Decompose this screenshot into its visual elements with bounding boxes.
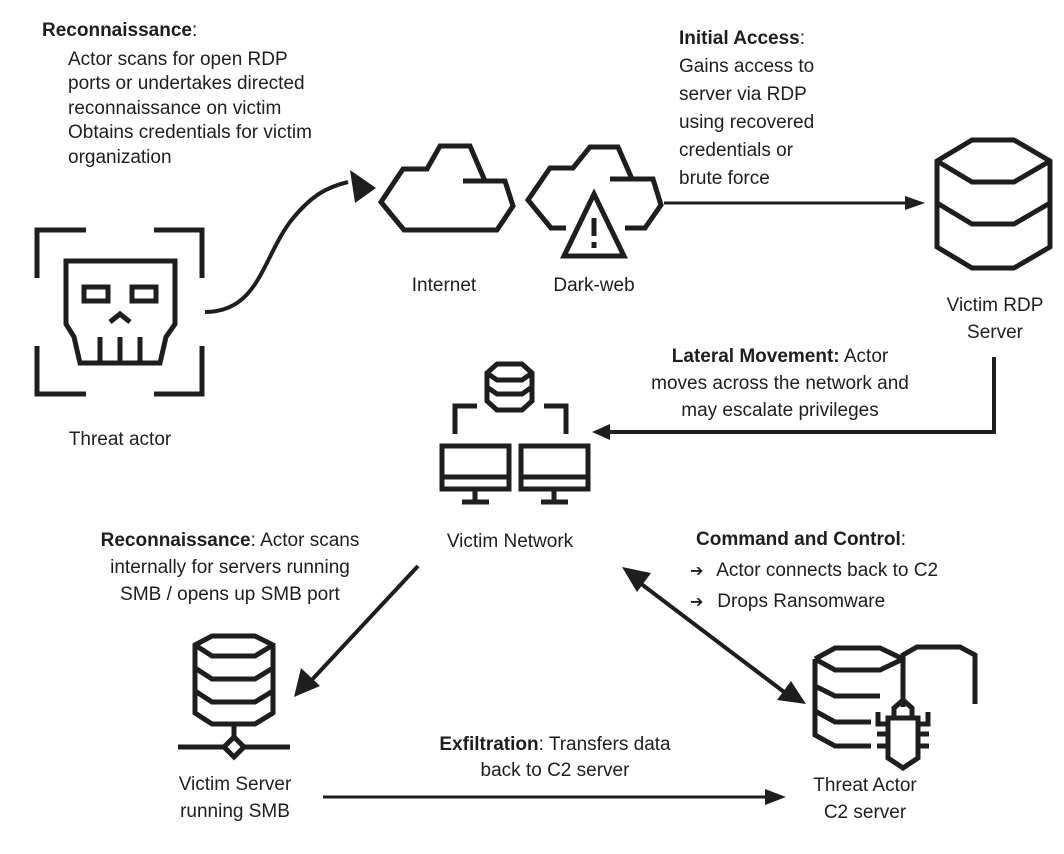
network-computers-icon [439, 361, 591, 505]
edge-threat-actor-to-internet [204, 170, 376, 314]
node-label-victim-network: Victim Network [446, 531, 574, 552]
annotation-title: Initial Access [679, 28, 800, 49]
arrow-right-icon: ➔ [690, 592, 704, 611]
annotation-exfiltration: Exfiltration: Transfers data back to C2 … [390, 732, 720, 784]
annotation-line: using recovered [679, 112, 815, 133]
arrowhead [592, 424, 610, 440]
annotation-recon-internal: Reconnaissance: Actor scans internally f… [65, 527, 395, 608]
annotation-title: Command and Control [696, 529, 901, 550]
annotation-line: ports or undertakes directed [68, 73, 305, 94]
annotation-line: internally for servers running [110, 557, 350, 578]
annotation-command-and-control: Command and Control: ➔ Actor connects ba… [690, 524, 938, 617]
annotation-line: reconnaissance on victim [68, 97, 282, 119]
database-server-icon [934, 137, 1053, 271]
annotation-line: back to C2 server [480, 760, 630, 781]
annotation-line: may escalate privileges [681, 400, 879, 421]
node-label-victim-smb-server: Victim Server running SMB [178, 774, 292, 822]
annotation-initial-access: Initial Access: Gains access to server v… [679, 25, 814, 193]
annotation-line: server via RDP [679, 84, 807, 105]
node-label-dark-web: Dark-web [553, 275, 635, 296]
arrow-right-icon: ➔ [690, 561, 704, 580]
annotation-line: Obtains credentials for victim [68, 122, 312, 143]
node-label-internet: Internet [411, 275, 477, 296]
arrowhead [622, 567, 651, 592]
annotation-lateral-movement: Lateral Movement: Actor moves across the… [620, 343, 940, 424]
annotation-line: organization [68, 146, 172, 168]
edge-victim-network-c2-bidirectional [622, 567, 806, 704]
edge-darkweb-to-rdp-server [664, 196, 925, 210]
bullet-item: ➔ Actor connects back to C2 [690, 555, 938, 586]
arrowhead [294, 668, 320, 697]
cloud-warning-icon [524, 144, 664, 259]
arrowhead [765, 789, 786, 805]
bullet-item: ➔ Drops Ransomware [690, 586, 938, 617]
arrowhead [350, 170, 376, 203]
annotation-title: Exfiltration [439, 734, 539, 755]
arrowhead [777, 681, 806, 704]
node-label-threat-actor: Threat actor [68, 429, 172, 450]
annotation-line: SMB / opens up SMB port [120, 584, 340, 605]
annotation-line: Gains access to [679, 56, 815, 77]
cloud-icon [377, 143, 516, 233]
annotation-title: Lateral Movement: [671, 346, 840, 367]
database-bug-icon [812, 644, 978, 772]
annotation-line: credentials or [679, 140, 794, 161]
annotation-recon-external: Reconnaissance: Actor scans for open RDP… [42, 19, 312, 170]
edge-rdp-server-to-victim-network [592, 357, 996, 440]
node-label-c2-server: Threat Actor C2 server [813, 775, 917, 823]
edge-smb-server-to-c2 [323, 789, 786, 805]
annotation-line: Actor scans for open RDP [68, 48, 288, 70]
arrowhead [905, 196, 925, 210]
annotation-line: moves across the network and [651, 373, 909, 394]
annotation-title: Reconnaissance [100, 530, 251, 551]
edge-victim-network-to-smb-server [294, 564, 420, 697]
annotation-line: brute force [679, 168, 770, 189]
node-label-victim-rdp-server: Victim RDP Server [946, 295, 1044, 343]
skull-icon [34, 227, 205, 397]
database-network-icon [178, 633, 290, 761]
annotation-title: Reconnaissance [42, 20, 192, 41]
